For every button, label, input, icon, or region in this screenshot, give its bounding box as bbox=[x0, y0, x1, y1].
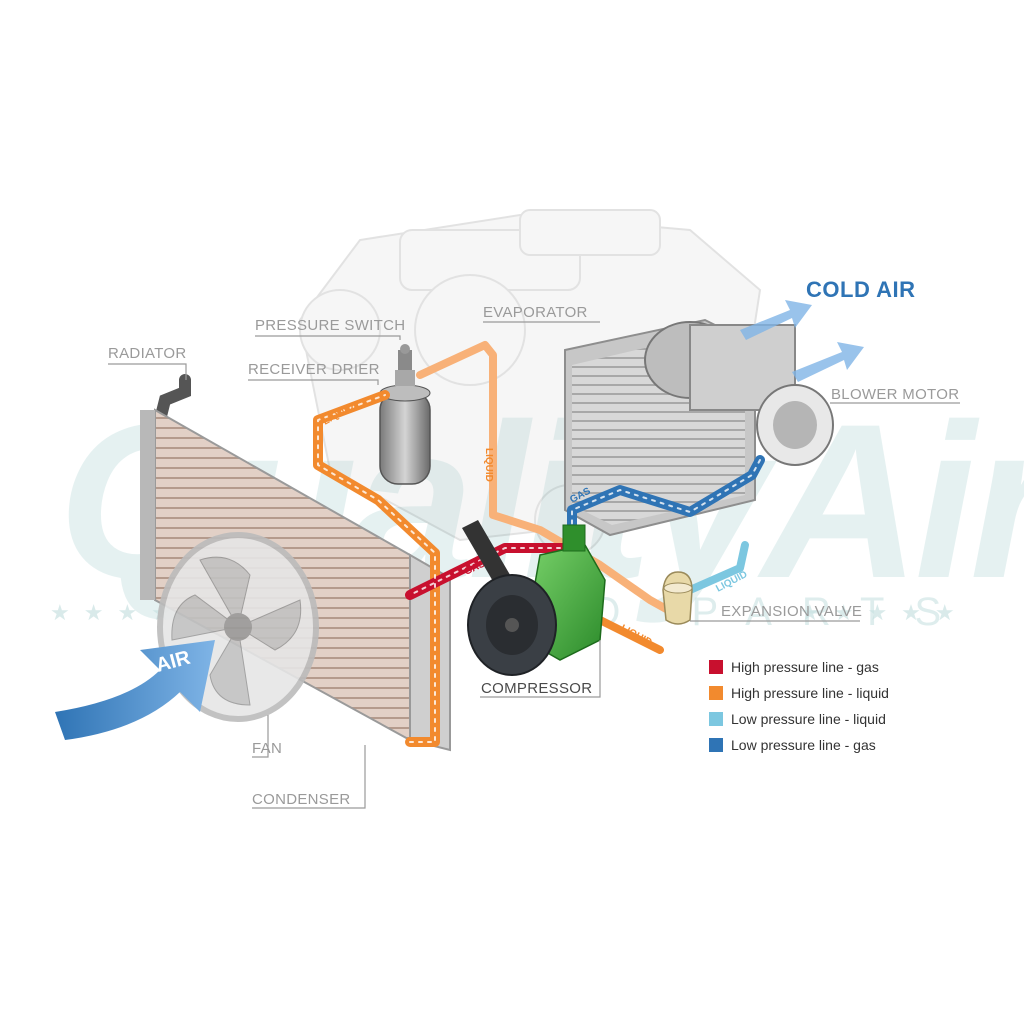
radiator-hose bbox=[154, 374, 191, 426]
pressure-switch-icon bbox=[395, 344, 415, 386]
legend-label: Low pressure line - gas bbox=[731, 737, 876, 753]
leader-receiver-drier bbox=[248, 379, 379, 385]
cold-air-arrow-2 bbox=[792, 342, 864, 382]
legend-item-high-gas: High pressure line - gas bbox=[709, 654, 889, 680]
legend-swatch bbox=[709, 660, 723, 674]
pipe-low-liquid bbox=[686, 541, 749, 594]
label-evaporator: EVAPORATOR bbox=[483, 304, 588, 321]
receiver-drier-icon bbox=[379, 384, 431, 485]
label-expansion-valve: EXPANSION VALVE bbox=[721, 603, 863, 620]
legend-swatch bbox=[709, 686, 723, 700]
pipe-high-liquid-drier-valve bbox=[416, 341, 672, 614]
leader-fan bbox=[252, 715, 269, 758]
label-blower-motor: BLOWER MOTOR bbox=[831, 386, 960, 403]
label-cold-air: COLD AIR bbox=[806, 277, 916, 302]
label-receiver-drier: RECEIVER DRIER bbox=[248, 361, 380, 378]
leader-compressor bbox=[480, 640, 601, 698]
blower-motor-icon bbox=[644, 321, 834, 466]
legend-item-low-liquid: Low pressure line - liquid bbox=[709, 706, 889, 732]
legend-label: High pressure line - liquid bbox=[731, 685, 889, 701]
leader-condenser bbox=[252, 745, 366, 809]
pipe-high-liquid-to-valve bbox=[596, 616, 664, 654]
cold-air-arrow-1 bbox=[740, 300, 812, 340]
compressor-icon bbox=[467, 524, 606, 676]
label-radiator: RADIATOR bbox=[108, 345, 187, 362]
legend-label: High pressure line - gas bbox=[731, 659, 879, 675]
leader-pressure-switch bbox=[255, 335, 401, 340]
legend-item-low-gas: Low pressure line - gas bbox=[709, 732, 889, 758]
label-fan: FAN bbox=[252, 740, 283, 757]
pipe-tag-liquid-2: LIQUID bbox=[483, 448, 494, 482]
expansion-valve-icon bbox=[662, 571, 693, 625]
label-compressor: COMPRESSOR bbox=[481, 680, 593, 697]
label-condenser: CONDENSER bbox=[252, 791, 351, 808]
air-inflow-arrow bbox=[55, 640, 215, 740]
legend-item-high-liquid: High pressure line - liquid bbox=[709, 680, 889, 706]
legend-swatch bbox=[709, 738, 723, 752]
legend-swatch bbox=[709, 712, 723, 726]
legend-label: Low pressure line - liquid bbox=[731, 711, 886, 727]
leader-radiator bbox=[108, 363, 187, 380]
legend: High pressure line - gas High pressure l… bbox=[709, 654, 889, 758]
label-pressure-switch: PRESSURE SWITCH bbox=[255, 317, 406, 334]
